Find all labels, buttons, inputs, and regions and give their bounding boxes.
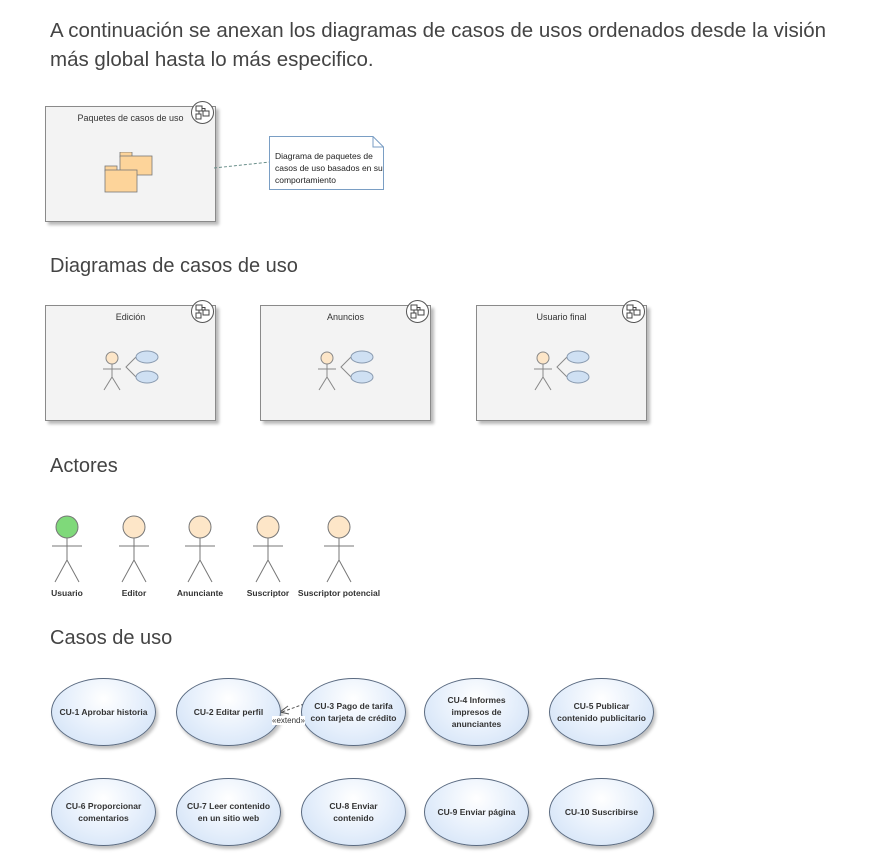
diagram-link-icon[interactable] bbox=[406, 300, 429, 323]
usecase-label: CU-8 Enviar contenido bbox=[329, 801, 378, 823]
stick-figure-icon bbox=[253, 515, 283, 583]
intro-paragraph: A continuación se anexan los diagramas d… bbox=[50, 19, 827, 71]
section-title-actores: Actores bbox=[50, 455, 118, 477]
usecase-diagram-icon bbox=[318, 350, 374, 391]
usecase-cu-8[interactable]: CU-8 Enviar contenido bbox=[301, 778, 406, 846]
actor-suscriptor-potencial[interactable]: Suscriptor potencial bbox=[294, 515, 384, 598]
usecase-cu-9[interactable]: CU-9 Enviar página bbox=[424, 778, 529, 846]
usecase-label: CU-6 Proporcionar comentarios bbox=[65, 801, 142, 823]
usecase-diagram-icon bbox=[534, 350, 590, 391]
actor-usuario[interactable]: Usuario bbox=[22, 515, 112, 598]
usecase-cu-6[interactable]: CU-6 Proporcionar comentarios bbox=[51, 778, 156, 846]
packages-diagram-frame[interactable]: Paquetes de casos de uso bbox=[45, 101, 216, 222]
diagram-frame-title: Usuario final bbox=[536, 312, 587, 322]
usecase-label: CU-3 Pago de tarifa con tarjeta de crédi… bbox=[310, 701, 397, 723]
section-title-diagramas: Diagramas de casos de uso bbox=[50, 255, 298, 277]
diagram-frame-edicion[interactable]: Edición bbox=[45, 300, 216, 421]
stick-figure-icon bbox=[52, 515, 82, 583]
usecase-label: CU-9 Enviar página bbox=[437, 807, 516, 817]
usecase-label: CU-7 Leer contenido en un sitio web bbox=[186, 801, 271, 823]
diagram-link-icon[interactable] bbox=[191, 101, 214, 124]
packages-frame-title: Paquetes de casos de uso bbox=[77, 113, 184, 123]
folder-package-icon bbox=[104, 152, 153, 193]
stick-figure-icon bbox=[185, 515, 215, 583]
usecase-cu-10[interactable]: CU-10 Suscribirse bbox=[549, 778, 654, 846]
usecase-label: CU-1 Aprobar historia bbox=[59, 707, 148, 717]
actor-suscriptor[interactable]: Suscriptor bbox=[223, 515, 313, 598]
actor-label: Suscriptor bbox=[246, 588, 290, 598]
diagram-frame-usuario-final[interactable]: Usuario final bbox=[476, 300, 647, 421]
actor-editor[interactable]: Editor bbox=[89, 515, 179, 598]
stick-figure-icon bbox=[119, 515, 149, 583]
usecase-label: CU-5 Publicar contenido publicitario bbox=[557, 701, 646, 723]
actor-label: Anunciante bbox=[176, 588, 224, 598]
diagram-link-icon[interactable] bbox=[191, 300, 214, 323]
diagram-frame-title: Anuncios bbox=[326, 312, 365, 322]
actor-label: Suscriptor potencial bbox=[297, 588, 381, 598]
usecase-cu-7[interactable]: CU-7 Leer contenido en un sitio web bbox=[176, 778, 281, 846]
usecase-cu-3[interactable]: CU-3 Pago de tarifa con tarjeta de crédi… bbox=[301, 678, 406, 746]
usecase-label: CU-2 Editar perfil bbox=[193, 707, 264, 717]
actor-label: Usuario bbox=[51, 588, 83, 598]
stick-figure-icon bbox=[324, 515, 354, 583]
usecase-cu-1[interactable]: CU-1 Aprobar historia bbox=[51, 678, 156, 746]
usecase-label: CU-4 Informes impresos de anunciantes bbox=[447, 695, 506, 729]
usecase-label: CU-10 Suscribirse bbox=[564, 807, 639, 817]
section-title-casos: Casos de uso bbox=[50, 627, 173, 649]
diagram-frame-title: Edición bbox=[115, 312, 146, 322]
actor-anunciante[interactable]: Anunciante bbox=[155, 515, 245, 598]
diagram-link-icon[interactable] bbox=[622, 300, 645, 323]
usecase-cu-2[interactable]: CU-2 Editar perfil bbox=[176, 678, 281, 746]
note-connector bbox=[214, 161, 271, 169]
note-text: Diagrama de paquetes de casos de uso bas… bbox=[275, 151, 383, 185]
diagram-frame-anuncios[interactable]: Anuncios bbox=[260, 300, 431, 421]
usecase-diagram-icon bbox=[103, 350, 159, 391]
actor-label: Editor bbox=[121, 588, 147, 598]
usecase-cu-5[interactable]: CU-5 Publicar contenido publicitario bbox=[549, 678, 654, 746]
extend-stereotype-label: «extend» bbox=[272, 716, 305, 725]
usecase-cu-4[interactable]: CU-4 Informes impresos de anunciantes bbox=[424, 678, 529, 746]
note-box: Diagrama de paquetes de casos de uso bas… bbox=[269, 136, 384, 190]
